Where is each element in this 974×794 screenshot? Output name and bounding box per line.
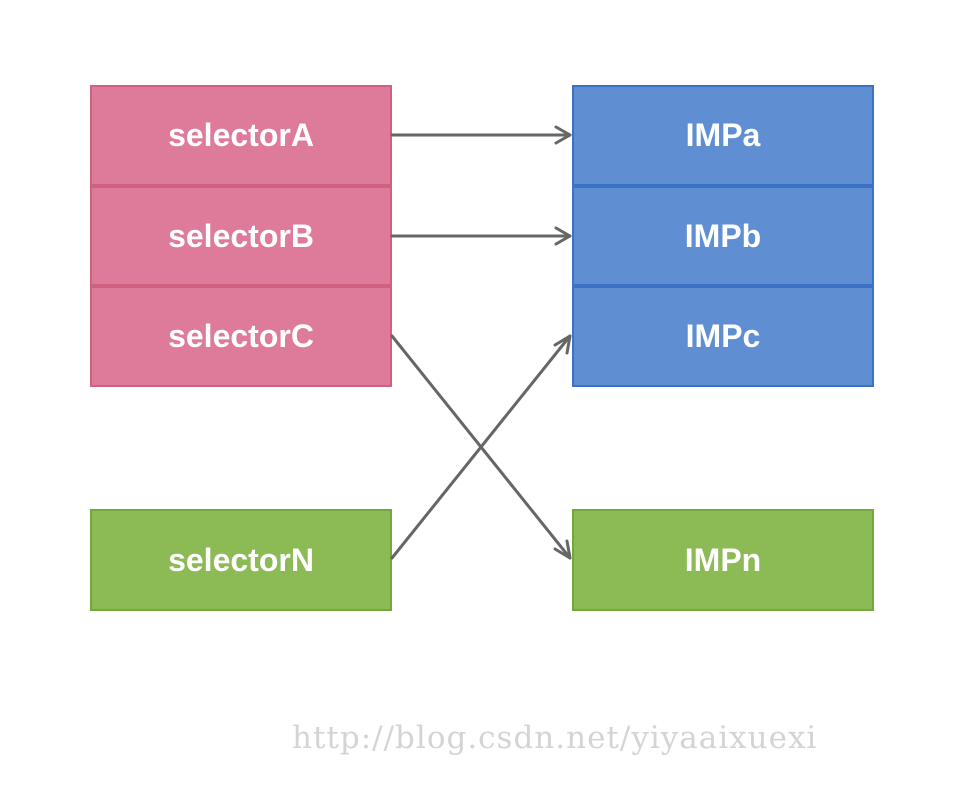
arrow-selector-n-to-imp-c bbox=[390, 334, 572, 560]
selector-b-box: selectorB bbox=[90, 186, 392, 286]
watermark-url: http://blog.csdn.net/yiyaaixuexi bbox=[292, 720, 818, 756]
arrowhead-imp-c bbox=[553, 334, 572, 355]
arrowhead-imp-n bbox=[553, 539, 572, 560]
imp-a-box: IMPa bbox=[572, 85, 874, 186]
imp-b-box: IMPb bbox=[572, 186, 874, 286]
selector-c-box: selectorC bbox=[90, 286, 392, 387]
arrowhead-imp-b bbox=[554, 226, 572, 246]
selector-a-box: selectorA bbox=[90, 85, 392, 186]
imp-n-box: IMPn bbox=[572, 509, 874, 611]
imp-c-box: IMPc bbox=[572, 286, 874, 387]
arrowhead-imp-a bbox=[554, 125, 572, 145]
selector-n-box: selectorN bbox=[90, 509, 392, 611]
